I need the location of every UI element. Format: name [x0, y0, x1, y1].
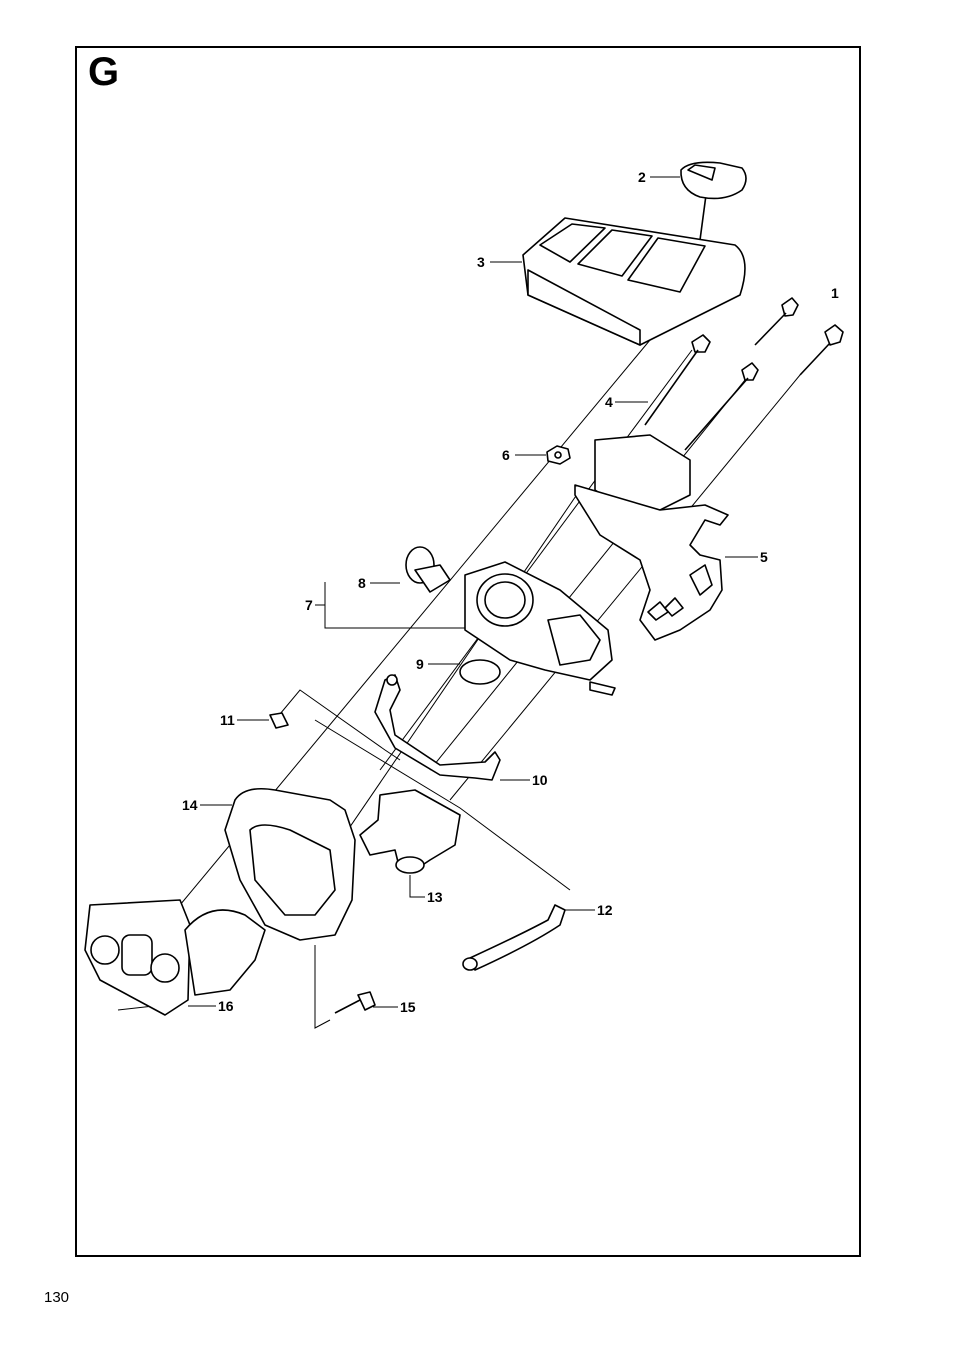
callout-7: 7 [305, 597, 313, 613]
part-7-carburetor [406, 547, 615, 695]
callout-13: 13 [427, 889, 443, 905]
callout-2: 2 [638, 169, 646, 185]
part-10-lever [375, 675, 500, 780]
part-16-manifold [85, 900, 265, 1015]
part-9-gasket [460, 660, 500, 684]
callout-16: 16 [218, 998, 234, 1014]
callout-1: 1 [831, 285, 839, 301]
callout-15: 15 [400, 999, 416, 1015]
callout-4: 4 [605, 394, 613, 410]
part-12-hose [463, 905, 565, 970]
part-2-knob [681, 162, 746, 240]
callout-8: 8 [358, 575, 366, 591]
callout-5: 5 [760, 549, 768, 565]
callout-14: 14 [182, 797, 198, 813]
callout-12: 12 [597, 902, 613, 918]
callout-11: 11 [220, 712, 235, 728]
part-6-nut [547, 446, 570, 464]
callout-3: 3 [477, 254, 485, 270]
part-5-bracket [575, 435, 728, 640]
part-11-clip [270, 713, 288, 728]
part-3-filter-cover [523, 218, 745, 345]
callout-9: 9 [416, 656, 424, 672]
callout-6: 6 [502, 447, 510, 463]
callout-10: 10 [532, 772, 548, 788]
part-13-elbow [360, 790, 460, 873]
part-15-bolt [335, 992, 375, 1013]
